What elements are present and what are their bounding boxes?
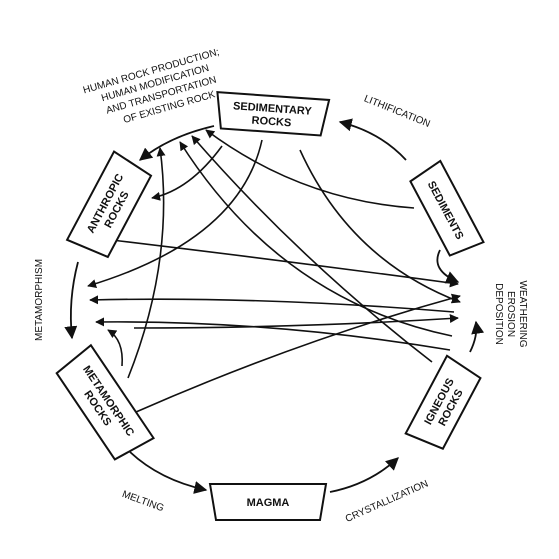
magma-text: MAGMA xyxy=(247,497,290,509)
label-lithification: LITHIFICATION xyxy=(362,93,431,130)
arrow-sediments-to-sedimentary xyxy=(338,118,407,161)
weathering-line-3: DEPOSITION xyxy=(493,283,504,345)
weathering-line-1: WEATHERING xyxy=(517,280,528,347)
sedimentary-line-2: ROCKS xyxy=(251,115,291,130)
arrow-metamorphic-to-magma xyxy=(129,451,208,494)
link-igneous-to-metamorphic xyxy=(89,295,455,313)
arrow-anthropic-to-metamorphic xyxy=(64,261,79,340)
cycle-arrows xyxy=(64,118,485,494)
label-human: HUMAN ROCK PRODUCTION; HUMAN MODIFICATIO… xyxy=(82,47,221,126)
arrow-igneous-to-weathering xyxy=(469,320,485,353)
sedimentary-line-1: SEDIMENTARY xyxy=(233,100,313,118)
node-anthropic: ANTHROPIC ROCKS xyxy=(65,150,153,259)
node-sedimentary: SEDIMENTARY ROCKS xyxy=(216,91,331,137)
link-metamorphic-to-sediments xyxy=(135,293,461,413)
link-sedimentary-to-igneous xyxy=(299,149,461,304)
link-metamorphic-up-to-anthropic xyxy=(127,147,166,379)
arrow-magma-to-igneous xyxy=(329,457,399,493)
link-sediments-to-anthropic xyxy=(205,129,415,209)
link-sedimentary-to-anthropic xyxy=(151,145,223,201)
label-crystallization: CRYSTALLIZATION xyxy=(344,478,430,524)
arrow-sediments-to-deposition-loop xyxy=(436,249,460,284)
interior-links xyxy=(87,129,461,413)
link-sedimentary-to-anthropic-2 xyxy=(87,139,263,288)
link-anthropic-to-sediments xyxy=(111,239,459,288)
label-weathering: WEATHERING EROSION DEPOSITION xyxy=(493,280,528,347)
node-magma: MAGMA xyxy=(208,483,328,521)
weathering-line-2: EROSION xyxy=(505,291,516,337)
link-metamorphic-to-igneous xyxy=(133,314,459,329)
link-anthropic-loop-to-metamorphic xyxy=(107,329,124,367)
link-igneous-to-metamorphic-2 xyxy=(95,317,451,351)
link-igneous-to-anthropic xyxy=(179,141,453,337)
arrow-sedimentary-to-anthropic xyxy=(138,125,215,161)
label-metamorphism: METAMORPHISM xyxy=(34,259,45,341)
node-metamorphic: METAMORPHIC ROCKS xyxy=(55,343,155,461)
label-melting: MELTING xyxy=(120,489,165,514)
node-sediments: SEDIMENTS xyxy=(409,159,485,257)
node-igneous: IGNEOUS ROCKS xyxy=(404,354,482,450)
link-igneous-to-sedimentary xyxy=(191,135,433,363)
